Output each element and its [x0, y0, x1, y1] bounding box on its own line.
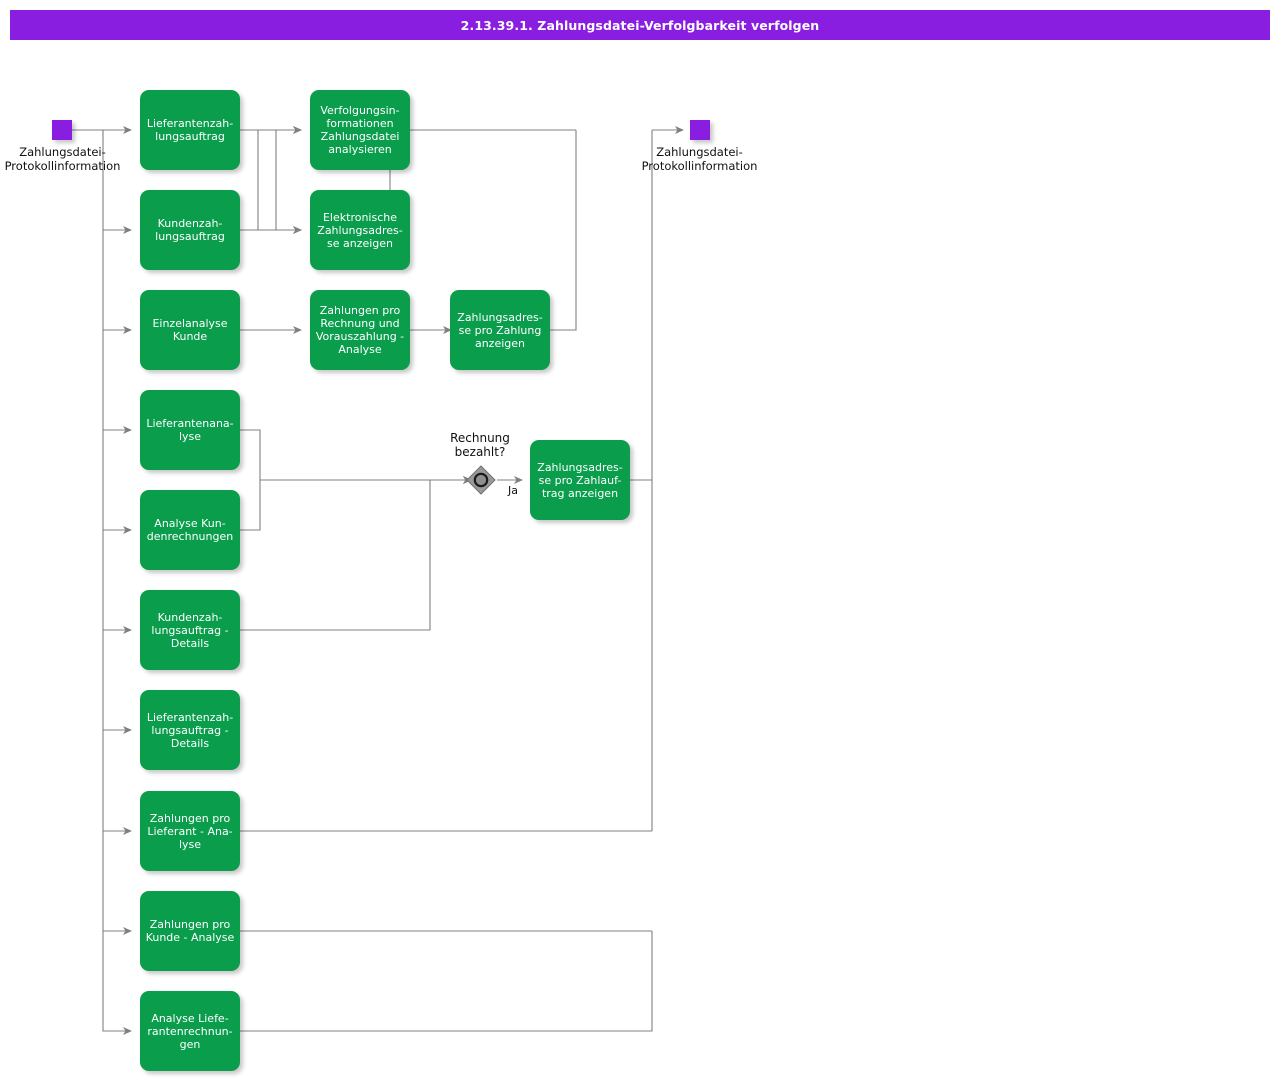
page-title: 2.13.39.1. Zahlungsdatei-Verfolgbarkeit … — [460, 17, 820, 33]
task-zahlungsadresse-pro-zahlung-anzeigen[interactable]: Zahlungsadres- se pro Zahlung anzeigen — [450, 290, 550, 370]
gateway-branch-label-ja: Ja — [508, 484, 518, 497]
end-event-label: Zahlungsdatei- Protokollinformation — [641, 145, 758, 173]
start-event-marker[interactable] — [52, 120, 72, 140]
task-zahlungen-pro-rechnung-vorauszahlung[interactable]: Zahlungen pro Rechnung und Vorauszahlung… — [310, 290, 410, 370]
task-kundenzahlungsauftrag[interactable]: Kundenzah- lungsauftrag — [140, 190, 240, 270]
task-zahlungen-pro-lieferant-analyse[interactable]: Zahlungen pro Lieferant - Ana- lyse — [140, 791, 240, 871]
start-event-label: Zahlungsdatei- Protokollinformation — [4, 145, 121, 173]
task-elektronische-zahlungsadresse-anzeigen[interactable]: Elektronische Zahlungsadres- se anzeigen — [310, 190, 410, 270]
task-lieferantenzahlungsauftrag[interactable]: Lieferantenzah- lungsauftrag — [140, 90, 240, 170]
task-analyse-lieferantenrechnungen[interactable]: Analyse Liefe- rantenrechnun- gen — [140, 991, 240, 1071]
title-bar: 2.13.39.1. Zahlungsdatei-Verfolgbarkeit … — [10, 10, 1270, 40]
task-lieferantenanalyse[interactable]: Lieferantenana- lyse — [140, 390, 240, 470]
task-lieferantenzahlungsauftrag-details[interactable]: Lieferantenzah- lungsauftrag - Details — [140, 690, 240, 770]
task-verfolgungsinformationen-analysieren[interactable]: Verfolgungsin- formationen Zahlungsdatei… — [310, 90, 410, 170]
task-einzelanalyse-kunde[interactable]: Einzelanalyse Kunde — [140, 290, 240, 370]
task-analyse-kundenrechnungen[interactable]: Analyse Kun- denrechnungen — [140, 490, 240, 570]
decision-gateway-icon[interactable] — [465, 464, 497, 496]
end-event-marker[interactable] — [690, 120, 710, 140]
task-zahlungsadresse-pro-zahlauftrag-anzeigen[interactable]: Zahlungsadres- se pro Zahlauf- trag anze… — [530, 440, 630, 520]
task-kundenzahlungsauftrag-details[interactable]: Kundenzah- lungsauftrag - Details — [140, 590, 240, 670]
gateway-label: Rechnung bezahlt? — [450, 431, 510, 459]
task-zahlungen-pro-kunde-analyse[interactable]: Zahlungen pro Kunde - Analyse — [140, 891, 240, 971]
